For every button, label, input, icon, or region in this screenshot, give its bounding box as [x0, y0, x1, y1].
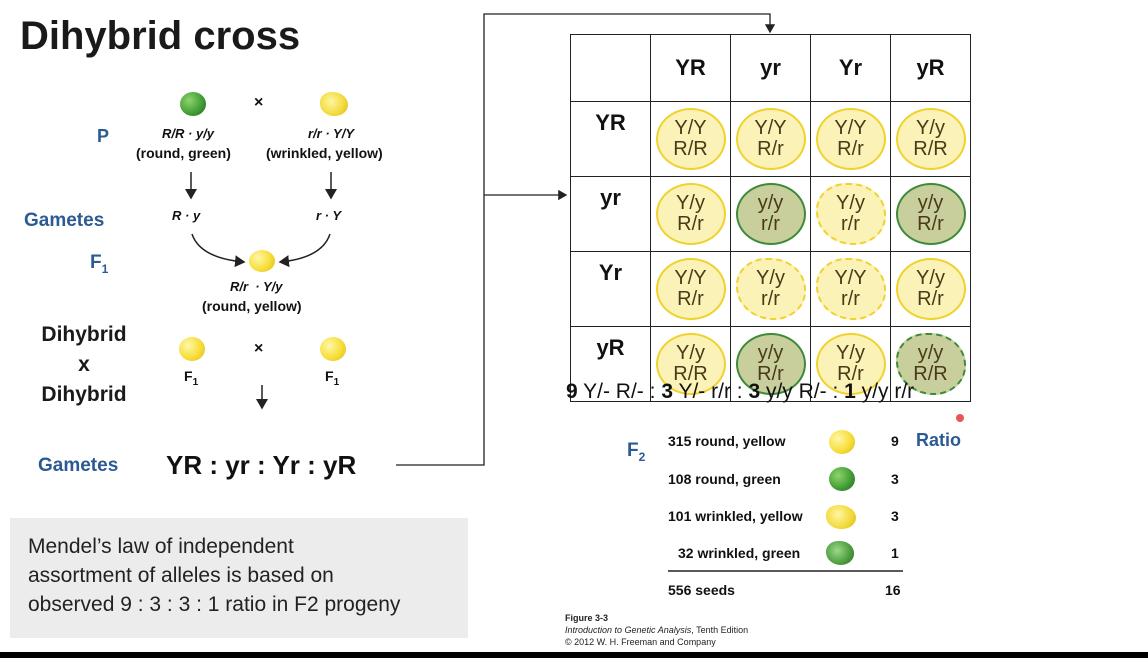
note-text: Mendel’s law of independent assortment o…	[28, 535, 401, 616]
pea-wrinkled-yellow-icon	[320, 92, 348, 116]
bottom-bar	[0, 652, 1148, 658]
connector-to-columns	[396, 13, 776, 466]
punnett-header-row: YR yr Yr yR	[570, 34, 971, 102]
f1-genotype: R/r · Y/y	[230, 279, 283, 294]
f2-row-label: 32 wrinkled, green	[678, 545, 801, 561]
arrow-gamete2-curve	[278, 233, 331, 268]
pea-yellow-icon	[320, 337, 346, 361]
pea-yellow-icon	[179, 337, 205, 361]
punnett-col-header: Yr	[810, 34, 891, 102]
label-f1: F1	[90, 252, 109, 276]
red-pointer-dot	[956, 414, 964, 422]
arrow-gamete1-curve	[191, 233, 246, 268]
pea-wrinkled-green-icon	[826, 541, 854, 565]
dihybrid-times: ×	[254, 340, 264, 357]
pea-green-icon	[180, 92, 206, 116]
f1-right-label: F1	[325, 368, 340, 388]
label-ratio: Ratio	[916, 430, 961, 450]
f2-row-ratio: 3	[891, 471, 899, 487]
pea-wrinkled-yellow-icon	[826, 505, 856, 529]
punnett-row-header: Yr	[570, 251, 651, 327]
pea-green-icon	[829, 467, 855, 491]
figure-caption: Figure 3-3 Introduction to Genetic Analy…	[565, 613, 749, 647]
f2-row-ratio: 1	[891, 545, 899, 561]
label-p: P	[97, 126, 110, 146]
punnett-col-header: yr	[730, 34, 811, 102]
label-dihybrid-cross: Dihybrid x Dihybrid	[41, 323, 127, 406]
punnett-row-header: YR	[570, 101, 651, 177]
parent1-genotype: R/R · y/y	[162, 126, 215, 141]
label-gametes: Gametes	[24, 210, 105, 231]
cross-times: ×	[254, 94, 264, 111]
label-f2: F2	[627, 440, 646, 464]
parent2-desc: (wrinkled, yellow)	[266, 145, 383, 161]
f1-desc: (round, yellow)	[202, 298, 302, 314]
f2-row-label: 108 round, green	[668, 471, 781, 487]
parent1-desc: (round, green)	[136, 145, 231, 161]
f2-row-label: 101 wrinkled, yellow	[668, 508, 803, 524]
note-box	[10, 518, 468, 638]
pea-yellow-icon	[829, 430, 855, 454]
gametes-line: YR : yr : Yr : yR	[166, 450, 357, 480]
page-title: Dihybrid cross	[20, 14, 301, 58]
punnett-row-header: yr	[570, 176, 651, 252]
punnett-col-header: YR	[650, 34, 731, 102]
phenotype-ratio-line: 9 Y/- R/- : 3 Y/- r/r : 3 y/y R/- : 1 y/…	[566, 380, 915, 403]
f2-row-label: 315 round, yellow	[668, 433, 786, 449]
punnett-corner	[570, 34, 651, 102]
f2-row-ratio: 9	[891, 433, 899, 449]
punnett-row-header: yR	[570, 326, 651, 402]
f2-row-ratio: 3	[891, 508, 899, 524]
punnett-col-header: yR	[890, 34, 971, 102]
gamete2: r · Y	[316, 208, 342, 223]
gamete1: R · y	[172, 208, 201, 223]
f2-total-label: 556 seeds	[668, 582, 735, 598]
f1-left-label: F1	[184, 368, 199, 388]
parent2-genotype: r/r · Y/Y	[308, 126, 355, 141]
pea-yellow-icon	[249, 250, 275, 272]
f2-total-ratio: 16	[885, 582, 901, 598]
label-gametes-2: Gametes	[38, 455, 119, 476]
